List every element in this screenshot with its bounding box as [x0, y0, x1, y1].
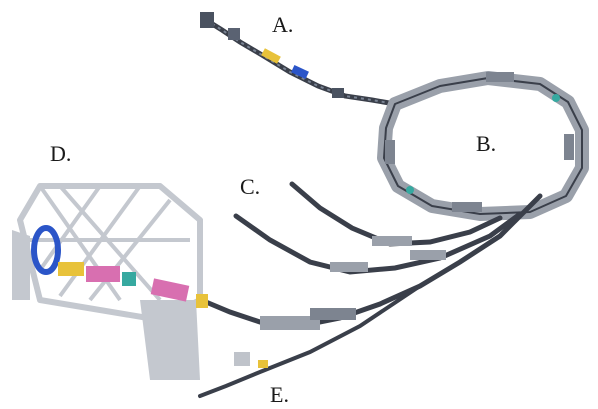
branch-element [258, 360, 268, 368]
source-module [200, 12, 214, 28]
gantry-dipole-2 [150, 278, 190, 302]
dipole-magnet [486, 72, 514, 82]
injector-module [228, 28, 240, 40]
injector-beamline [200, 12, 398, 107]
gantry-exit [196, 294, 208, 308]
gantry-support-left [12, 230, 30, 300]
gantry-support-right [140, 300, 200, 380]
transport-magnet [372, 236, 412, 246]
gantry-ring [31, 225, 61, 275]
transfer-module [332, 88, 344, 98]
linac-section [261, 48, 281, 64]
gantry-quadrupole [122, 272, 136, 286]
dipole-magnet-3 [452, 202, 482, 212]
quadrupole-2 [552, 94, 560, 102]
label-injector: A. [272, 12, 294, 37]
branch-beamline [198, 284, 422, 398]
label-extraction-lines: C. [240, 174, 261, 199]
quadrupole [406, 186, 414, 194]
gantry-dipole [86, 266, 120, 282]
label-branch-line: E. [270, 382, 289, 407]
synchrotron-ring [377, 71, 589, 221]
transport-magnet-2 [330, 262, 368, 272]
dipole-magnet-4 [385, 140, 395, 164]
label-synchrotron: B. [476, 131, 497, 156]
bending-section [260, 316, 320, 330]
rotating-gantry [12, 183, 208, 380]
high-energy-transport-line [203, 193, 543, 330]
dipole-magnet-2 [564, 134, 574, 160]
label-gantry: D. [50, 141, 72, 166]
gantry-magnet [58, 262, 84, 276]
transport-magnet-3 [410, 250, 446, 260]
bending-section-2 [310, 308, 356, 320]
linac-section-2 [291, 64, 309, 80]
extraction-beamlines [233, 181, 523, 275]
branch-station [234, 352, 250, 366]
